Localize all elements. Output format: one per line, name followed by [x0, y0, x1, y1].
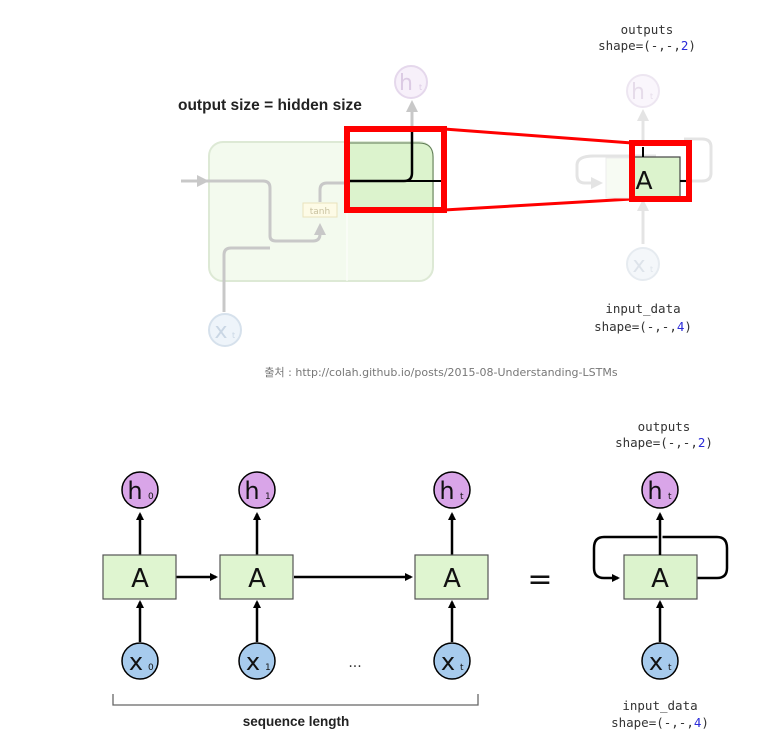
- shape-prefix: shape=(-,-,: [611, 715, 694, 730]
- shape-value: 4: [677, 319, 685, 334]
- h-main: h: [647, 477, 662, 505]
- shape-suffix: ): [684, 319, 692, 334]
- tanh-label: tanh: [310, 207, 330, 217]
- faded-loop-right: [679, 137, 713, 183]
- highlighted-cell-corner: [346, 142, 434, 209]
- sequence-bracket: [112, 694, 479, 706]
- xt-sub-text: t: [232, 331, 235, 340]
- top-outputs-shape: shape=(-,-,2): [598, 38, 696, 53]
- h-main: h: [244, 477, 259, 505]
- shape-value: 2: [698, 435, 706, 450]
- xt-sub-text-right: t: [650, 265, 653, 274]
- highlight-box-left: [344, 126, 447, 213]
- cell-a-highlighted: [631, 156, 681, 198]
- hidden-path: [206, 179, 326, 243]
- shape-suffix: ): [701, 715, 709, 730]
- ht-sub-text: t: [419, 83, 422, 92]
- rnn-cell: [414, 554, 489, 600]
- cell-a-label: A: [635, 166, 652, 195]
- x-sub: t: [460, 663, 464, 673]
- rnn-cell: [219, 554, 294, 600]
- h-main: h: [127, 477, 142, 505]
- x-main: x: [246, 648, 260, 676]
- xt-node-faded: x t: [208, 313, 242, 347]
- sequence-length-label: sequence length: [243, 714, 350, 729]
- x-sub: 0: [148, 663, 154, 673]
- ht-main-text: h: [399, 71, 413, 96]
- rolled-h-node: h t: [641, 471, 679, 509]
- rnn-cell: [102, 554, 177, 600]
- zoom-connector-top: [443, 127, 633, 145]
- rolled-cell-label: A: [651, 564, 669, 594]
- rnn-cell-label: A: [248, 564, 266, 594]
- faded-loop: [575, 154, 656, 189]
- shape-value: 2: [681, 38, 689, 53]
- xt-node-faded-right: x t: [626, 247, 660, 281]
- rolled-cell: [623, 554, 698, 600]
- h-main: h: [439, 477, 454, 505]
- shape-prefix: shape=(-,-,: [615, 435, 698, 450]
- ht-main-text-right: h: [631, 80, 645, 105]
- tanh-box: [302, 202, 338, 218]
- top-outputs-label: outputs: [621, 22, 674, 37]
- zoom-connector-bottom: [443, 197, 633, 212]
- top-input-label: input_data: [605, 301, 680, 316]
- shape-prefix: shape=(-,-,: [594, 319, 677, 334]
- ellipsis: ...: [348, 655, 361, 671]
- x-main: x: [649, 648, 663, 676]
- shape-value: 4: [694, 715, 702, 730]
- bottom-input-label: input_data: [622, 698, 697, 713]
- ht-node-faded: h t: [394, 65, 428, 99]
- bottom-outputs-shape: shape=(-,-,2): [615, 435, 713, 450]
- h-sub: t: [668, 492, 672, 502]
- highlight-box-right: [629, 140, 692, 202]
- tanh-path: [318, 181, 347, 202]
- top-lstm-detail: tanh h t x t output size = hidden size: [178, 65, 633, 347]
- shape-suffix: ): [688, 38, 696, 53]
- shape-suffix: ): [705, 435, 713, 450]
- h-sub: 1: [265, 492, 271, 502]
- x-main: x: [441, 648, 455, 676]
- xt-main-text-right: x: [632, 253, 645, 278]
- source-caption: 출처 : http://colah.github.io/posts/2015-0…: [264, 366, 617, 379]
- ht-sub-text-right: t: [650, 92, 653, 101]
- faded-cell-back: [605, 157, 634, 199]
- x-main: x: [129, 648, 143, 676]
- bottom-input-shape: shape=(-,-,4): [611, 715, 709, 730]
- rolled-rnn: A h t x t outputs shape=(-,-,2) input_da…: [592, 419, 729, 730]
- rolled-x-node: x t: [641, 642, 679, 680]
- bottom-outputs-label: outputs: [638, 419, 691, 434]
- input-path: [222, 246, 270, 312]
- shape-prefix: shape=(-,-,: [598, 38, 681, 53]
- h-sub: t: [460, 492, 464, 502]
- x-sub: t: [668, 663, 672, 673]
- xt-main-text: x: [214, 319, 227, 344]
- x-sub: 1: [265, 663, 271, 673]
- rnn-cell-label: A: [443, 564, 461, 594]
- top-rolled-rnn: h t x t A outputs shape=(-,-,2) input_da…: [575, 22, 713, 334]
- equals-sign: =: [527, 562, 552, 597]
- ht-node-faded-right: h t: [626, 74, 660, 108]
- top-input-shape: shape=(-,-,4): [594, 319, 692, 334]
- h-sub: 0: [148, 492, 154, 502]
- top-heading: output size = hidden size: [178, 97, 362, 114]
- rnn-cell-label: A: [131, 564, 149, 594]
